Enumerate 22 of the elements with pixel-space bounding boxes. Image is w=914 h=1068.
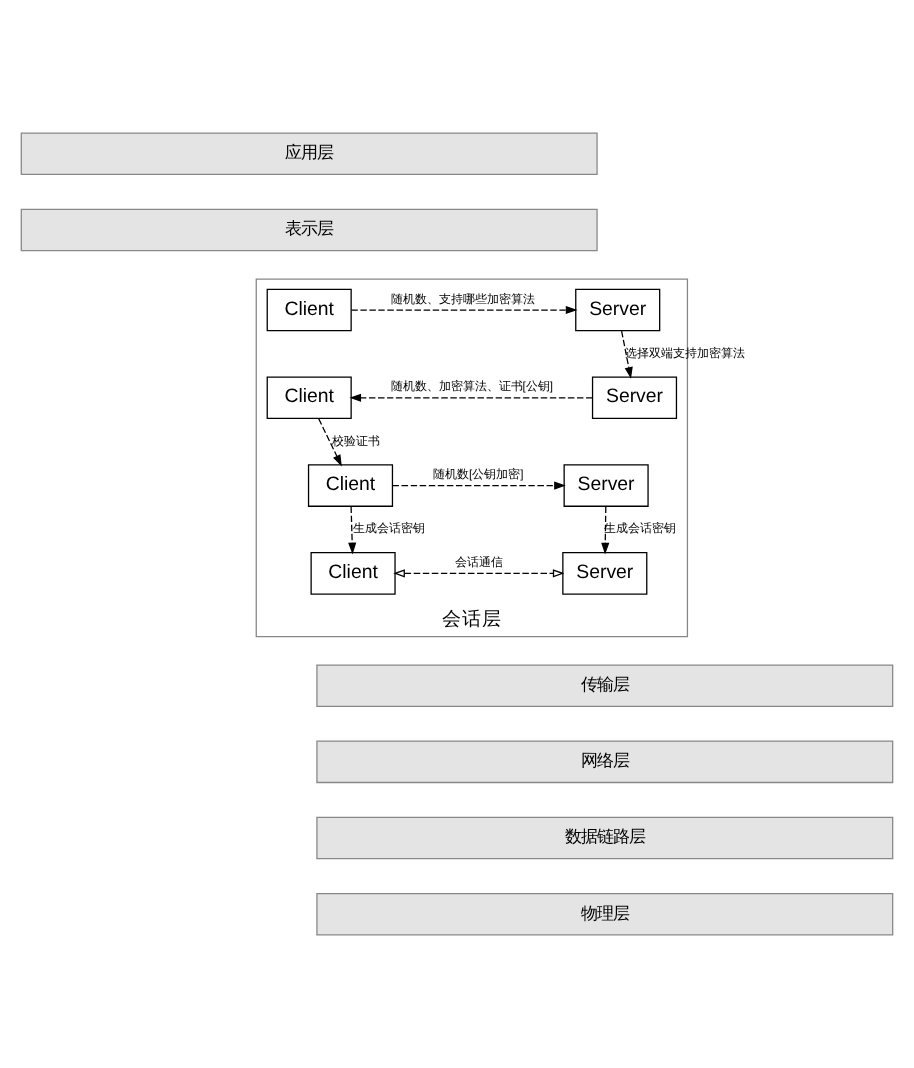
- arrow: [620, 330, 633, 379]
- node-box: 数据链路层: [316, 816, 894, 860]
- node-box: 网络层: [316, 740, 894, 784]
- arrow: [348, 506, 357, 555]
- node-box: 传输层: [316, 664, 894, 707]
- node-box: Server: [575, 288, 661, 332]
- node-box: 物理层: [316, 892, 894, 936]
- node-box: Client: [310, 552, 396, 595]
- arrow: [318, 418, 342, 467]
- node-box: Server: [591, 376, 678, 420]
- arrow: [601, 506, 610, 555]
- node-box: Client: [266, 288, 352, 332]
- arrow: [349, 393, 594, 402]
- arrow: [392, 481, 566, 490]
- arrow: [393, 569, 565, 578]
- node-box: Server: [563, 464, 649, 507]
- node-box: Client: [266, 376, 352, 420]
- node-box: Server: [562, 552, 648, 595]
- node-box: 表示层: [20, 208, 598, 252]
- arrow: [350, 305, 578, 315]
- node-box: Client: [307, 464, 394, 507]
- node-box: 应用层: [20, 132, 598, 176]
